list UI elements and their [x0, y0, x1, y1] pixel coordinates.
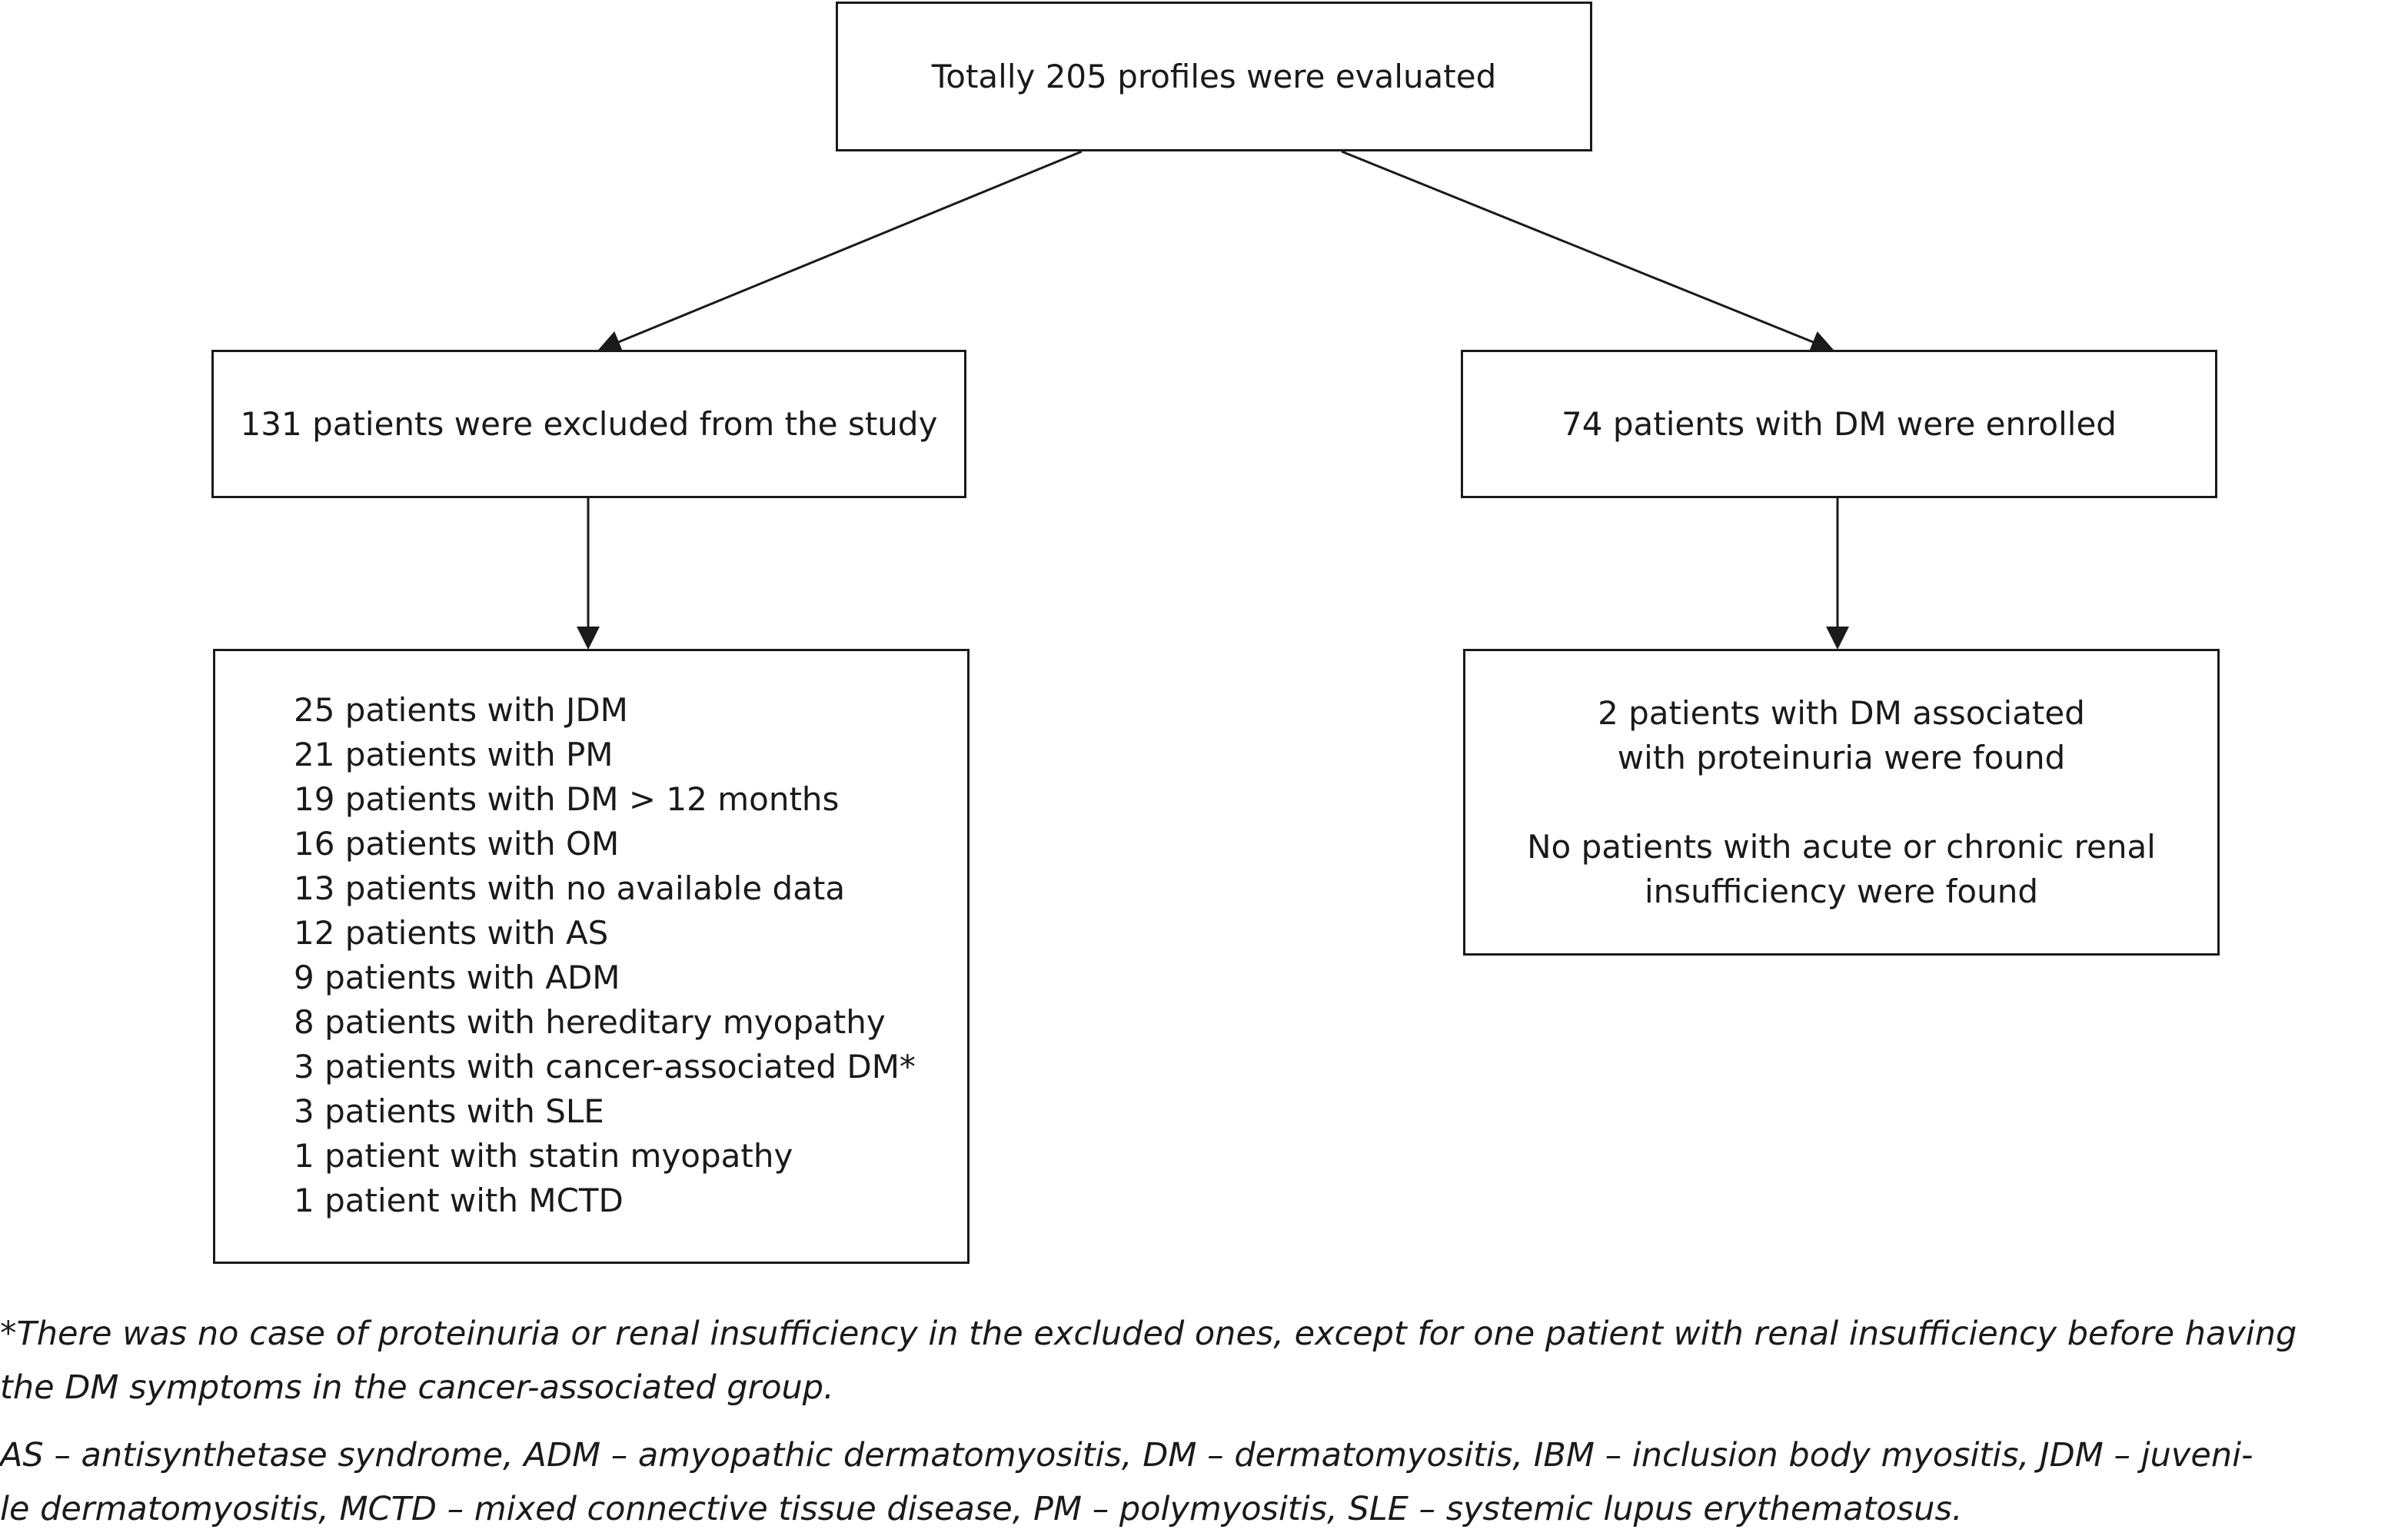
exclusion-reason: 25 patients with JDM — [294, 691, 628, 729]
findings-box: 2 patients with DM associated with prote… — [1463, 649, 2220, 956]
exclusion-reason: 16 patients with OM — [294, 825, 620, 863]
evaluated-profiles-box: Totally 205 profiles were evaluated — [836, 2, 1592, 151]
exclusion-reason: 3 patients with SLE — [294, 1092, 604, 1130]
enrolled-patients-box: 74 patients with DM were enrolled — [1461, 350, 2217, 498]
footnote-line: AS – antisynthetase syndrome, ADM – amyo… — [0, 1436, 2253, 1474]
findings-text: No patients with acute or chronic renal — [1527, 827, 2156, 866]
exclusion-reason: 3 patients with cancer-associated DM* — [294, 1048, 916, 1086]
exclusion-reasons-box: 25 patients with JDM 21 patients with PM… — [213, 649, 970, 1264]
exclusion-reason: 12 patients with AS — [294, 914, 609, 952]
footnote-line: *There was no case of proteinuria or ren… — [0, 1315, 2297, 1353]
enrolled-patients-text: 74 patients with DM were enrolled — [1562, 404, 2117, 443]
findings-text: 2 patients with DM associated — [1598, 693, 2085, 732]
footnote-line: le dermatomyositis, MCTD – mixed connect… — [0, 1490, 1963, 1528]
footnote-line: the DM symptoms in the cancer-associated… — [0, 1368, 834, 1407]
footnote-abbreviations: AS – antisynthetase syndrome, ADM – amyo… — [0, 1428, 2408, 1536]
findings-text: insufficiency were found — [1644, 872, 2039, 910]
footnote-exclusion-note: *There was no case of proteinuria or ren… — [0, 1307, 2408, 1415]
excluded-patients-box: 131 patients were excluded from the stud… — [211, 350, 966, 498]
findings-text: with proteinuria were found — [1617, 738, 2066, 776]
arrow-to-excluded — [597, 150, 1083, 353]
exclusion-reason: 21 patients with PM — [294, 736, 614, 773]
arrow-to-enrolled — [1341, 150, 1834, 353]
exclusion-reason: 13 patients with no available data — [294, 869, 846, 907]
exclusion-reason: 1 patient with MCTD — [294, 1182, 624, 1219]
exclusion-reason: 1 patient with statin myopathy — [294, 1137, 793, 1175]
exclusion-reason: 8 patients with hereditary myopathy — [294, 1003, 886, 1041]
exclusion-reason: 9 patients with ADM — [294, 959, 620, 996]
exclusion-reason: 19 patients with DM > 12 months — [294, 780, 840, 818]
excluded-patients-text: 131 patients were excluded from the stud… — [240, 404, 938, 443]
evaluated-profiles-text: Totally 205 profiles were evaluated — [931, 57, 1497, 95]
